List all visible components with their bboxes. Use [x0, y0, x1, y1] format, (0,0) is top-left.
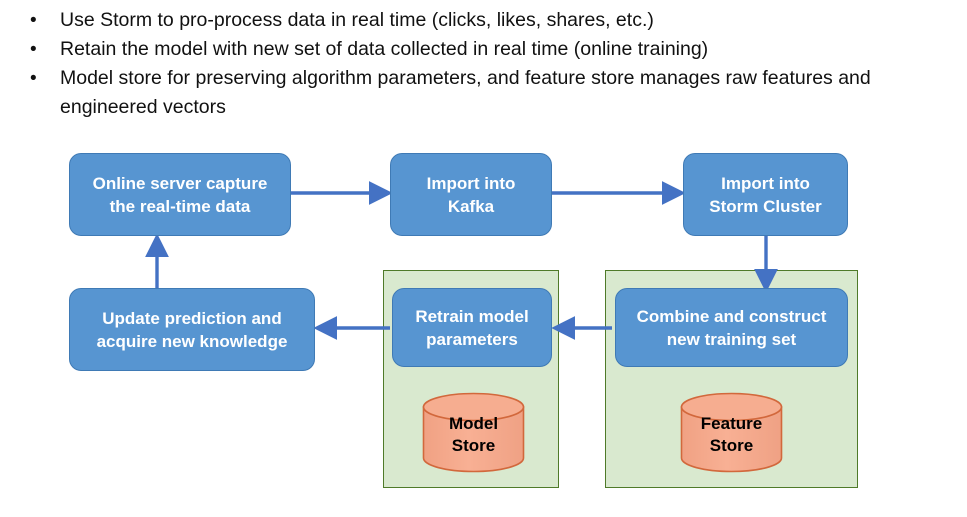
bullet-text: Model store for preserving algorithm par…: [60, 67, 871, 118]
datastore-model-store[interactable]: Model Store: [422, 392, 525, 473]
bullet-item: • Retain the model with new set of data …: [30, 35, 930, 64]
bullet-item: • Model store for preserving algorithm p…: [30, 64, 930, 122]
process-label-line1: Online server capture: [92, 173, 268, 193]
bullet-text: Retain the model with new set of data co…: [60, 38, 709, 60]
process-box-update-prediction[interactable]: Update prediction and acquire new knowle…: [69, 288, 315, 371]
process-box-combine-and-construct[interactable]: Combine and construct new training set: [615, 288, 848, 367]
bullet-marker-icon: •: [30, 10, 37, 31]
bullet-list: • Use Storm to pro-process data in real …: [30, 6, 930, 122]
cylinder-icon: [680, 392, 783, 473]
process-label-line2: the real-time data: [109, 196, 251, 216]
process-label-line2: new training set: [666, 329, 797, 349]
process-box-retrain-model-parameters[interactable]: Retrain model parameters: [392, 288, 552, 367]
process-label-line1: Import into: [721, 173, 810, 193]
process-label-line2: parameters: [426, 329, 518, 349]
process-label-line1: Import into: [426, 173, 516, 193]
bullet-item: • Use Storm to pro-process data in real …: [30, 6, 930, 35]
process-box-online-server-capture[interactable]: Online server capture the real-time data: [69, 153, 291, 236]
datastore-feature-store[interactable]: Feature Store: [680, 392, 783, 473]
process-label-line1: Retrain model: [415, 306, 529, 326]
process-box-import-into-kafka[interactable]: Import into Kafka: [390, 153, 552, 236]
bullet-marker-icon: •: [30, 68, 37, 89]
bullet-text: Use Storm to pro-process data in real ti…: [60, 9, 654, 31]
process-box-import-into-storm-cluster[interactable]: Import into Storm Cluster: [683, 153, 848, 236]
process-label-line1: Update prediction and: [102, 308, 282, 328]
bullet-marker-icon: •: [30, 39, 37, 60]
process-label-line2: Kafka: [447, 196, 495, 216]
cylinder-icon: [422, 392, 525, 473]
process-label-line2: acquire new knowledge: [96, 331, 288, 351]
process-label-line1: Combine and construct: [636, 306, 827, 326]
process-label-line2: Storm Cluster: [709, 196, 822, 216]
